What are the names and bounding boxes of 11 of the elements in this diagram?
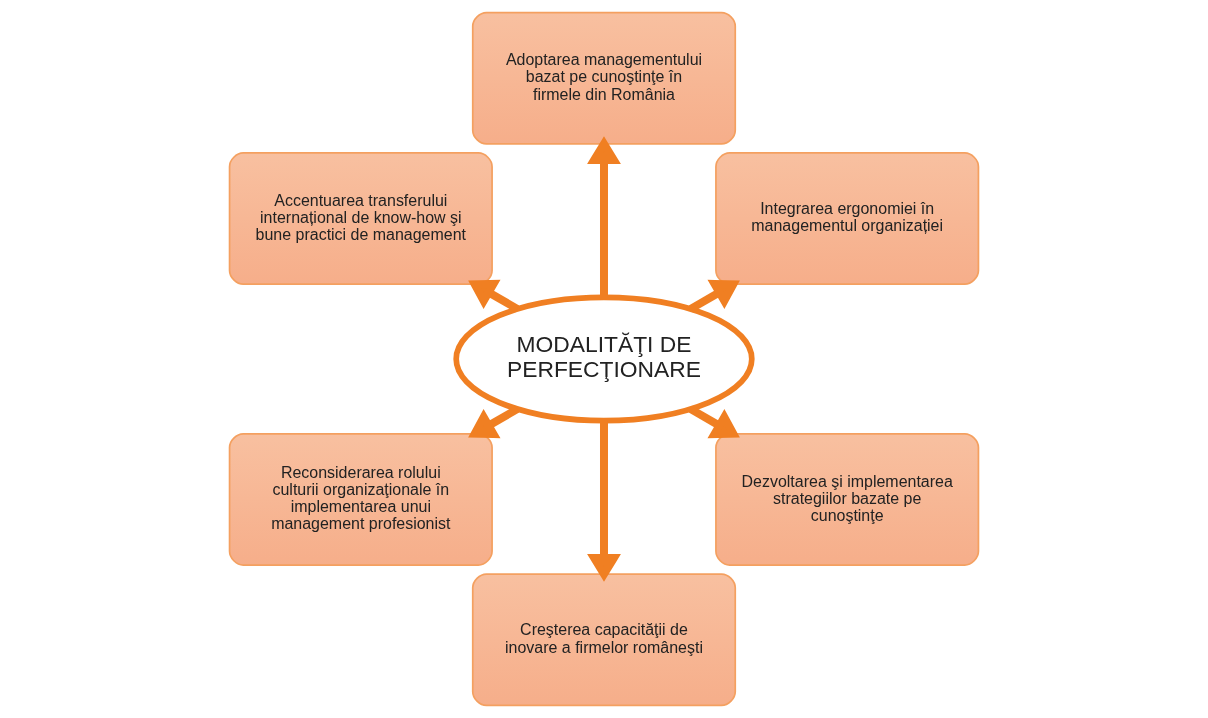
node-box: Dezvoltarea şi implementarea strategiilor bazate pe cunoştinţe bbox=[715, 432, 980, 566]
arrow bbox=[688, 405, 740, 439]
arrow bbox=[468, 279, 520, 313]
arrow bbox=[587, 136, 621, 298]
node-box: Integrarea ergonomiei în managementul organizației bbox=[715, 152, 980, 286]
node-box: Accentuarea transferului internațional de know-how şi bune practici de management bbox=[228, 152, 493, 286]
node-ellipse: MODALITĂŢI DE PERFECŢIONARE bbox=[453, 294, 755, 424]
arrow bbox=[587, 420, 621, 582]
node-box: Creşterea capacităţii de inovare a firmelor româneşti bbox=[471, 573, 737, 707]
node-box: Reconsiderarea rolului culturii organizaţionale în implementarea unui management profesionist bbox=[228, 432, 493, 566]
node-box: Adoptarea managementului bazat pe cunoştinţe în firmele din România bbox=[471, 11, 737, 145]
